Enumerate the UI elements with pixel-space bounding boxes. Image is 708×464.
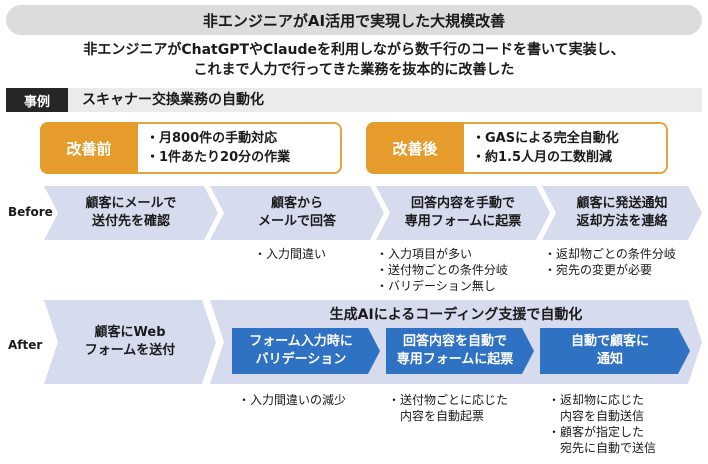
- after-step-3: 回答内容を自動で専用フォームに起票: [386, 328, 534, 374]
- after-note: 内容を自動起票: [388, 409, 485, 423]
- before-note: ・バリデーション無し: [376, 279, 496, 293]
- before-note: ・送付物ごとの条件分岐: [376, 263, 508, 277]
- case-tag: 事例: [6, 88, 68, 112]
- before-step-2: 顧客からメールで回答: [210, 186, 384, 240]
- after-note: ・入力間違いの減少: [238, 393, 347, 407]
- ai-banner-title: 生成AIによるコーディング支援で自動化: [329, 307, 583, 323]
- before-summary-label: 改善前: [40, 122, 138, 174]
- before-note: ・返却物ごとの条件分岐: [544, 247, 676, 261]
- after-step-4: 自動で顧客に通知: [540, 328, 690, 374]
- before-note: ・宛先の変更が必要: [544, 263, 653, 277]
- after-summary-item: ・約1.5人月の工数削減: [472, 150, 613, 165]
- before-summary-item: ・月800件の手動対応: [146, 131, 278, 146]
- subtitle-line-2: これまで人力で行ってきた業務を抜本的に改善した: [193, 62, 515, 78]
- after-note: 内容を自動送信: [548, 409, 645, 423]
- before-step-1: 顧客にメールで送付先を確認: [44, 186, 218, 240]
- page-title: 非エンジニアがAI活用で実現した大規模改善: [6, 5, 702, 35]
- before-summary-item: ・1件あたり20分の作業: [146, 150, 291, 165]
- after-note: ・顧客が指定した: [548, 425, 645, 439]
- case-title: スキャナー交換業務の自動化: [82, 92, 264, 108]
- before-note: ・入力間違い: [254, 247, 327, 261]
- case-bar: [6, 88, 702, 112]
- before-step-4: 顧客に発送通知返却方法を連絡: [542, 186, 702, 240]
- after-summary-label: 改善後: [366, 122, 464, 174]
- after-summary-item: ・GASによる完全自動化: [472, 131, 619, 146]
- after-note: ・送付物ごとに応じた: [388, 393, 509, 407]
- before-row-label: Before: [8, 205, 53, 219]
- after-note: 宛先に自動で送信: [548, 441, 657, 455]
- after-note: ・返却物に応じた: [548, 393, 645, 407]
- after-step-2: フォーム入力時にバリデーション: [232, 328, 380, 374]
- subtitle-line-1: 非エンジニアがChatGPTやClaudeを利用しながら数千行のコードを書いて実…: [83, 42, 625, 58]
- after-row-label: After: [8, 338, 43, 352]
- before-note: ・入力項目が多い: [376, 247, 473, 261]
- before-step-3: 回答内容を手動で専用フォームに起票: [376, 186, 550, 240]
